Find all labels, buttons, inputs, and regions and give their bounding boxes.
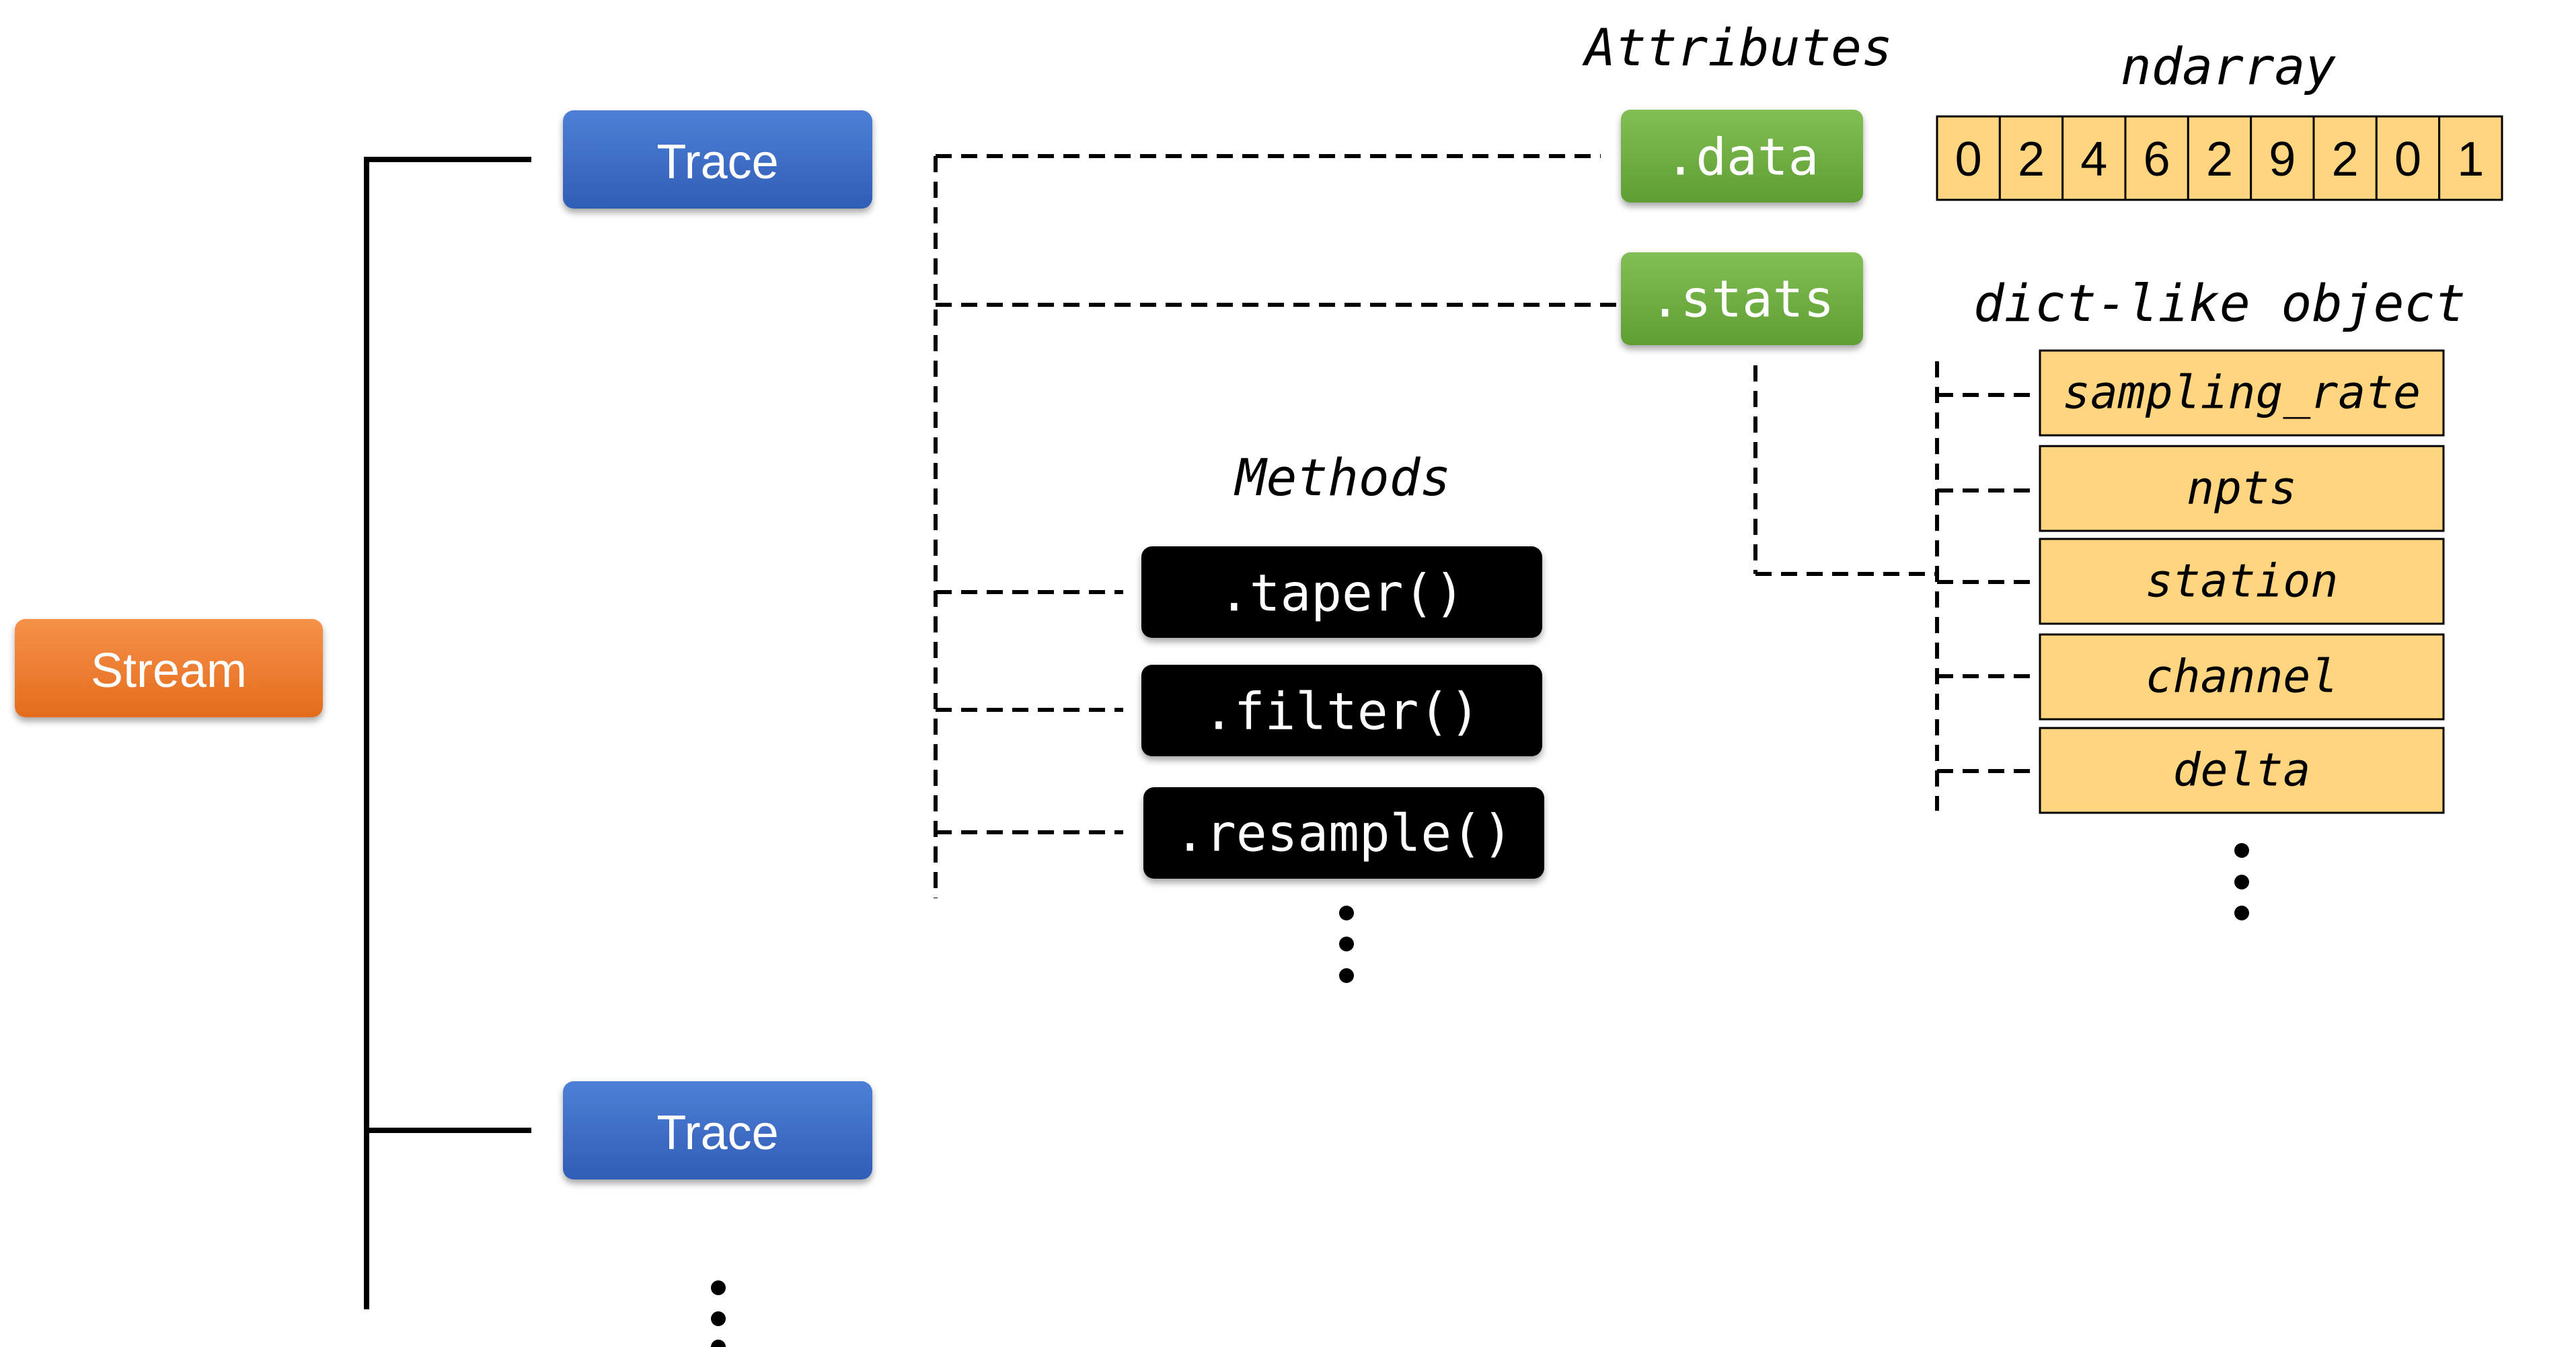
- trace-label: Trace: [656, 135, 778, 189]
- traces-more-ellipsis: [711, 1280, 726, 1347]
- stats-attribute-node: .stats: [1621, 252, 1863, 345]
- ndarray-cell: [2250, 115, 2315, 201]
- ndarray-cell-value: 6: [2144, 133, 2170, 186]
- filter-method-box: [1141, 665, 1542, 756]
- dict-like-heading: dict-like object: [1973, 273, 2466, 333]
- stream-node: Stream: [15, 619, 323, 717]
- trace-node-2: Trace: [563, 1081, 872, 1179]
- stats-key-label: npts: [2187, 462, 2297, 515]
- trace-label: Trace: [656, 1106, 778, 1160]
- trace-node-1: Trace: [563, 110, 872, 209]
- taper-method-node: .taper(): [1141, 546, 1542, 638]
- ndarray-cell-value: 0: [2394, 133, 2421, 186]
- data-attribute-node: .data: [1621, 110, 1863, 203]
- taper-method-label: .taper(): [1219, 563, 1465, 623]
- resample-method-node: .resample(): [1143, 787, 1544, 879]
- ndarray-cell: [2061, 115, 2127, 201]
- data-attribute-box: [1621, 110, 1863, 203]
- stats-key-box: [2039, 633, 2445, 721]
- resample-method-box: [1143, 787, 1544, 879]
- trace-box: [563, 1081, 872, 1179]
- stream-label: Stream: [91, 644, 247, 698]
- ndarray-cell-value: 2: [2018, 133, 2045, 186]
- stats-key-label: delta: [2173, 744, 2311, 797]
- trace-member-connectors: [934, 154, 1621, 898]
- methods-heading: Methods: [1234, 447, 1451, 507]
- stats-attribute-box: [1621, 252, 1863, 345]
- stats-key-box: [2039, 445, 2445, 532]
- ndarray-cell-value: 2: [2206, 133, 2233, 186]
- taper-method-box: [1141, 546, 1542, 638]
- ndarray-cell-value: 0: [1955, 133, 1982, 186]
- trace-box: [563, 110, 872, 209]
- stats-key-label: sampling_rate: [2063, 367, 2421, 420]
- stats-key-box: [2039, 538, 2445, 625]
- stream-box: [15, 619, 323, 717]
- stats-key-box: [2039, 727, 2445, 814]
- resample-method-label: .resample(): [1174, 803, 1513, 863]
- stats-key-label: station: [2146, 555, 2339, 608]
- ndarray-cell: [2312, 115, 2378, 201]
- ndarray-cell-value: 2: [2332, 133, 2359, 186]
- stats-more-ellipsis: [2234, 843, 2249, 920]
- stats-key-connectors: [1753, 361, 2038, 811]
- filter-method-node: .filter(): [1141, 665, 1542, 756]
- ndarray-cell: [2124, 115, 2189, 201]
- ndarray-cell: [2187, 115, 2252, 201]
- ndarray-cell-value: 9: [2269, 133, 2296, 186]
- filter-method-label: .filter(): [1203, 682, 1480, 741]
- stream-connectors: [364, 157, 531, 1309]
- data-attribute-label: .data: [1665, 127, 1819, 187]
- stats-attribute-label: .stats: [1650, 269, 1835, 329]
- ndarray-cell: [1936, 115, 2001, 201]
- methods-more-ellipsis: [1339, 906, 1354, 983]
- attributes-heading: Attributes: [1582, 17, 1893, 77]
- ndarray-heading: ndarray: [2121, 36, 2337, 96]
- ndarray-cell: [1998, 115, 2064, 201]
- ndarray-cell-value: 1: [2457, 133, 2484, 186]
- ndarray-cell: [2438, 115, 2503, 201]
- stats-key-box: [2039, 349, 2445, 437]
- stats-key-label: channel: [2146, 651, 2339, 704]
- ndarray-cell-value: 4: [2080, 133, 2107, 186]
